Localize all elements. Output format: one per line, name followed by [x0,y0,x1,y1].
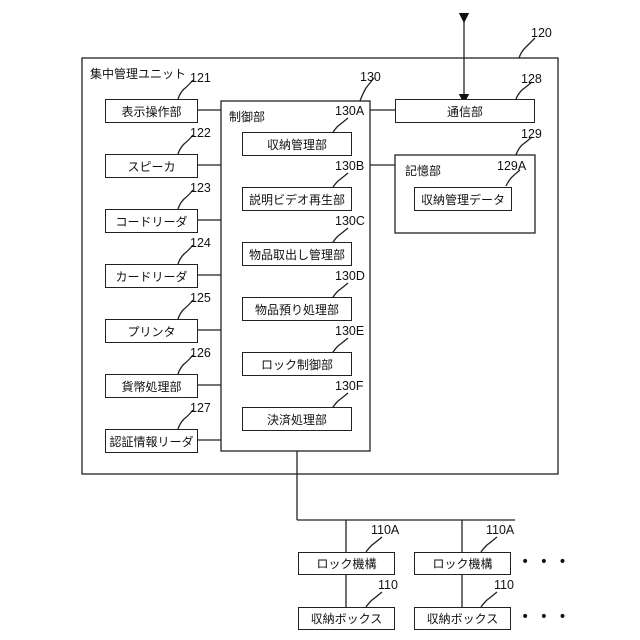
lock-ref: 110A [486,523,514,537]
unit-ref: 120 [531,26,552,40]
comm-box: 通信部 [395,99,535,123]
control-item-box: 説明ビデオ再生部 [242,187,352,211]
left-item-box: コードリーダ [105,209,198,233]
storage-box: 収納ボックス [414,607,511,630]
left-item-ref: 127 [190,401,211,415]
left-item-ref: 123 [190,181,211,195]
left-item-ref: 126 [190,346,211,360]
control-item-ref: 130B [335,159,364,173]
storage-box-ref: 110 [378,578,398,592]
storage-box-ref: 110 [494,578,514,592]
left-item-box: 貨幣処理部 [105,374,198,398]
control-item-ref: 130F [335,379,364,393]
lock-ref: 110A [371,523,399,537]
control-item-ref: 130A [335,104,364,118]
left-item-ref: 121 [190,71,211,85]
lock-row-ellipsis: • • • [521,554,570,570]
left-item-ref: 122 [190,126,211,140]
comm-ref: 128 [521,72,542,86]
left-item-box: 表示操作部 [105,99,198,123]
control-title: 制御部 [229,108,265,125]
control-item-box: 物品取出し管理部 [242,242,352,266]
left-item-box: カードリーダ [105,264,198,288]
left-item-ref: 124 [190,236,211,250]
control-item-ref: 130D [335,269,365,283]
lock-box: ロック機構 [298,552,395,575]
left-item-box: 認証情報リーダ [105,429,198,453]
left-item-box: スピーカ [105,154,198,178]
control-item-ref: 130C [335,214,365,228]
lock-box: ロック機構 [414,552,511,575]
control-item-box: 物品預り処理部 [242,297,352,321]
storage-ref: 129 [521,127,542,141]
control-ref: 130 [360,70,381,84]
storage-title: 記憶部 [405,162,441,179]
left-item-ref: 125 [190,291,211,305]
control-item-box: 決済処理部 [242,407,352,431]
control-item-box: 収納管理部 [242,132,352,156]
storage-data-ref: 129A [497,159,526,173]
storage-box: 収納ボックス [298,607,395,630]
control-item-ref: 130E [335,324,364,338]
unit-title: 集中管理ユニット [90,65,186,82]
control-item-box: ロック制御部 [242,352,352,376]
left-item-box: プリンタ [105,319,198,343]
storage-data-box: 収納管理データ [414,187,512,211]
box-row-ellipsis: • • • [521,609,570,625]
